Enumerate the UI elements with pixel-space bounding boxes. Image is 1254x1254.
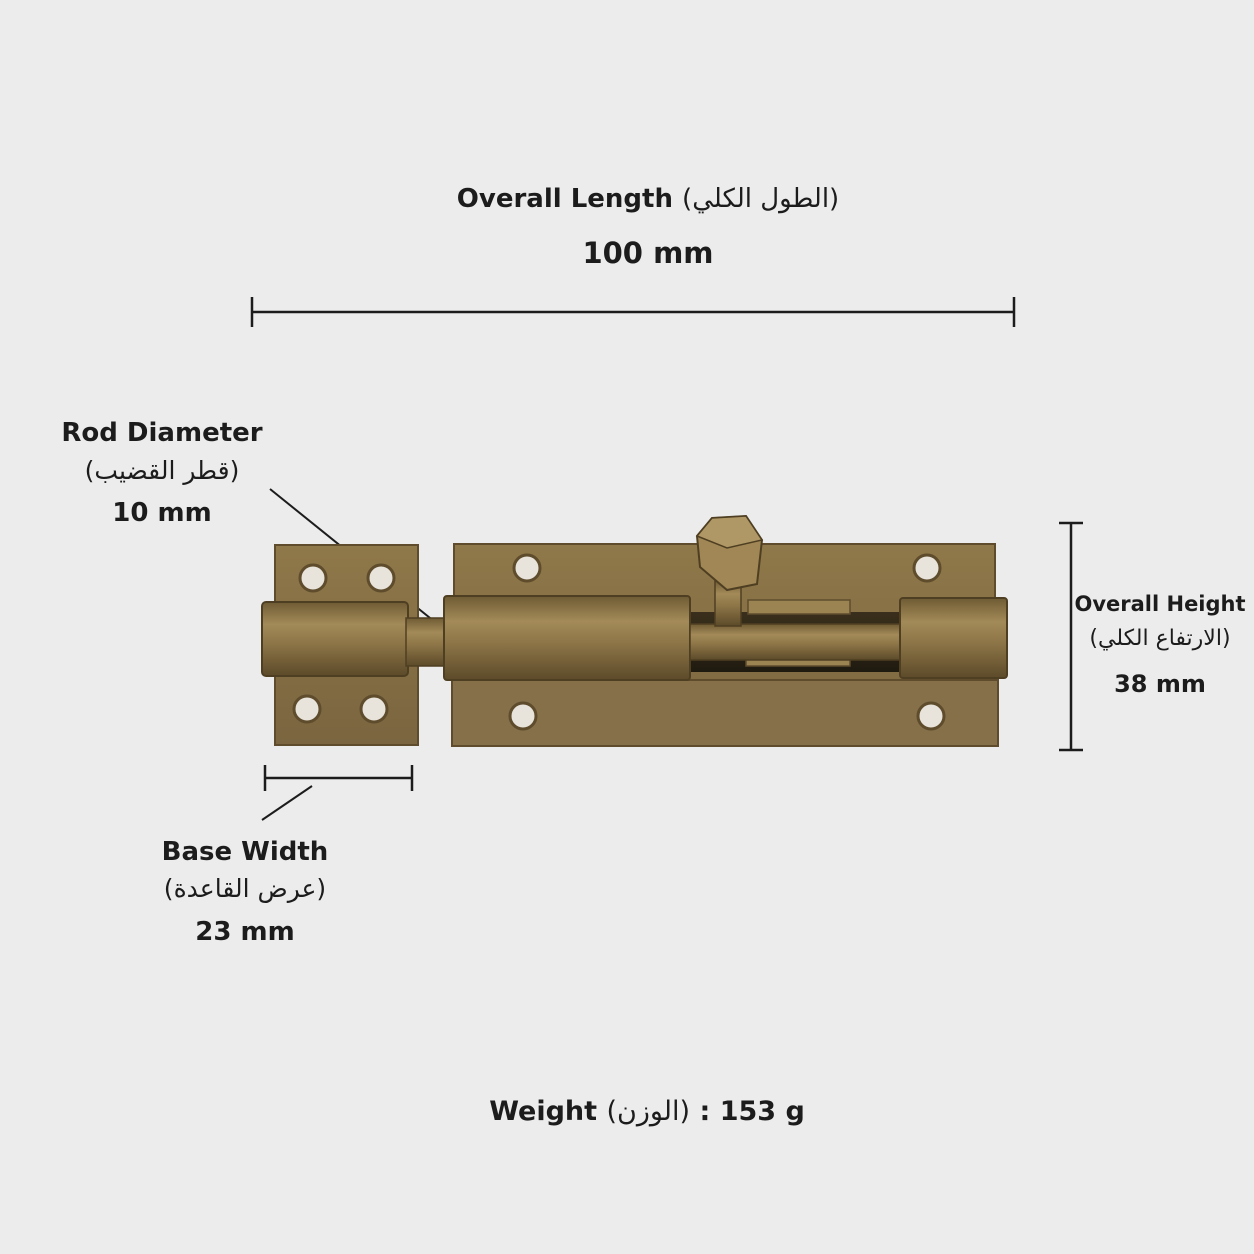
screw-hole-icon: [512, 553, 542, 583]
overall-length-value: 100 mm: [582, 236, 714, 270]
screw-hole-icon: [912, 553, 942, 583]
screw-hole-icon: [366, 563, 396, 593]
weight-value: 153 g: [719, 1096, 805, 1127]
screw-hole-icon: [292, 694, 322, 724]
base-width-label: Base Width: [161, 837, 329, 867]
overall-height-label-ar: (الارتفاع الكلي): [1089, 626, 1231, 651]
weight-line: Weight (الوزن) : 153 g: [0, 1096, 1254, 1127]
weight-separator: :: [699, 1096, 711, 1127]
keeper-plate: [261, 544, 419, 746]
overall-length-label-en: Overall Length: [456, 184, 673, 214]
rod-diameter-value: 10 mm: [112, 498, 212, 528]
height-dimension-line: [1059, 521, 1083, 752]
rod-diameter-label-ar: (قطر القضيب): [84, 456, 240, 485]
bolt-rod: [405, 595, 901, 681]
base-width-dimension-line: [263, 765, 414, 791]
screw-hole-icon: [916, 701, 946, 731]
overall-height-value: 38 mm: [1114, 670, 1206, 698]
screw-hole-icon: [508, 701, 538, 731]
base-width-value: 23 mm: [195, 917, 295, 947]
screw-hole-icon: [359, 694, 389, 724]
overall-height-label: Overall Height: [1074, 592, 1246, 616]
base-width-leader-line: [261, 785, 313, 821]
screw-hole-icon: [298, 563, 328, 593]
length-dimension-line: [250, 297, 1016, 327]
overall-length-label: Overall Length (الطول الكلي): [0, 184, 1254, 214]
rod-diameter-label: Rod Diameter: [61, 418, 263, 448]
bolt-knob: [695, 514, 764, 627]
base-width-label-ar: (عرض القاعدة): [163, 874, 327, 903]
guide-block: [899, 597, 1008, 679]
overall-length-label-ar: (الطول الكلي): [682, 184, 840, 214]
weight-label: Weight: [489, 1096, 598, 1127]
weight-label-ar: (الوزن): [606, 1096, 691, 1127]
